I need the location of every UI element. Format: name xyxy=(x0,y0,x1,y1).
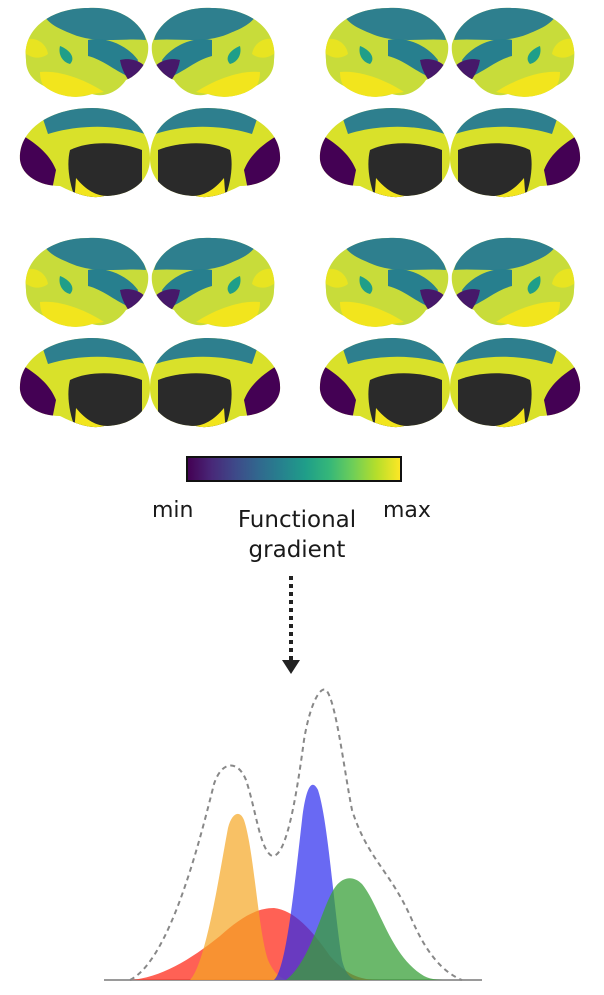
density-green xyxy=(286,878,450,980)
colorbar xyxy=(186,456,402,482)
brain-panel-bottom-right xyxy=(314,230,586,434)
brain-panel-top-left xyxy=(14,0,286,204)
dotted-arrow-icon xyxy=(282,576,300,674)
density-orange xyxy=(190,813,290,980)
colorbar-title-line2: gradient xyxy=(248,537,346,563)
density-plot xyxy=(104,688,482,981)
density-blue xyxy=(274,784,360,980)
colorbar-title: Functional gradient xyxy=(212,505,382,565)
colorbar-max-label: max xyxy=(383,498,431,523)
brain-panel-top-right xyxy=(314,0,586,204)
colorbar-title-line1: Functional xyxy=(237,507,357,533)
brain-panel-bottom-left xyxy=(14,230,286,434)
colorbar-min-label: min xyxy=(152,498,194,523)
density-envelope xyxy=(129,688,463,981)
brain-surface-maps xyxy=(0,0,604,440)
